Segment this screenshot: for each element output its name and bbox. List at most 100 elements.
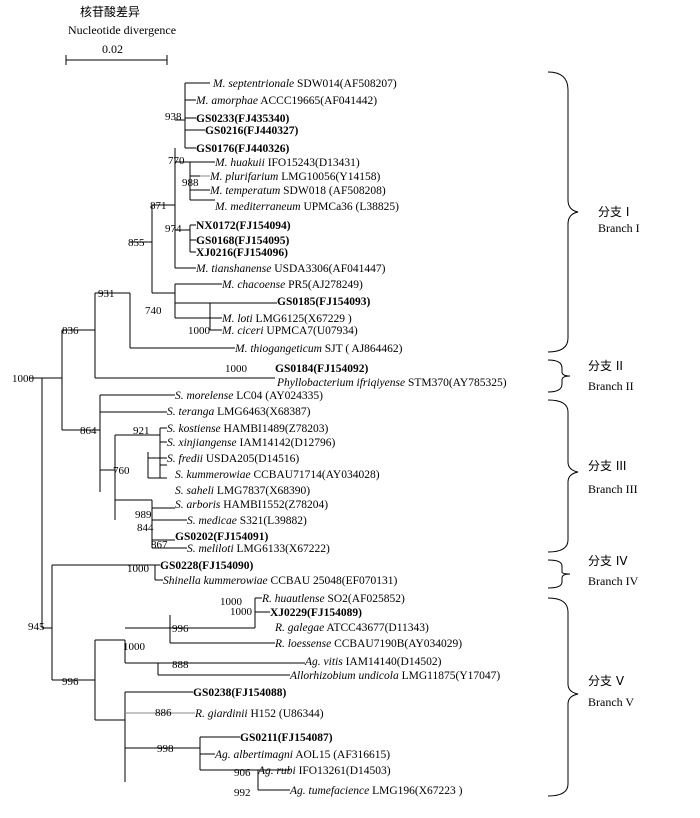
bootstrap-value: 945 [28,621,45,633]
scale-title-zh: 核苷酸差异 [80,4,140,19]
taxon-strain: GS0168(FJ154095) [196,235,289,247]
taxon-genus: M. temperatum [209,185,280,197]
taxon-label: R. loessense CCBAU7190B(AY034029) [274,638,462,650]
bootstrap-value: 988 [182,177,199,189]
taxon-label: S. fredii USDA205(D14516) [167,453,299,465]
branch-label-en: Branch V [588,695,634,709]
taxon-strain: SO2(AF025852) [325,593,405,605]
taxon-labels: M. septentrionale SDW014(AF508207) M. amo… [160,78,507,797]
taxon-genus: M. mediterraneum [214,201,301,213]
branch-label-en: Branch I [598,221,640,235]
taxon-label: GS0228(FJ154090) [160,560,253,572]
taxon-strain: HAMBI1489(Z78203) [221,423,329,435]
branch-label-en: Branch III [588,482,638,496]
taxon-strain: LMG196(X67223 ) [369,785,462,797]
taxon-strain: SJT ( AJ864462) [322,343,403,355]
taxon-label: R. giardinii H152 (U86344) [194,708,324,720]
taxon-strain: UPMCA7(U07934) [264,325,358,337]
taxon-strain: PR5(AJ278249) [285,279,363,291]
taxon-genus: M. thiogangeticum [234,343,322,355]
taxon-strain: GS0233(FJ435340) [196,113,289,125]
taxon-label: M. plurifarium LMG10056(Y14158) [209,171,380,183]
taxon-label: M. amorphae ACCC19665(AF041442) [195,95,377,107]
taxon-strain: LMG6133(X67222) [234,543,330,555]
bootstrap-value: 938 [165,111,182,123]
branch-label-en: Branch IV [588,574,639,588]
taxon-label: Ag. vitis IAM14140(D14502) [304,656,442,668]
taxon-label: S. morelense LC04 (AY024335) [175,390,323,402]
taxon-genus: M. ciceri [221,325,264,337]
taxon-label: Allorhizobium undicola LMG11875(Y17047) [289,670,500,682]
taxon-label: GS0202(FJ154091) [175,531,268,543]
taxon-label: GS0184(FJ154092) [275,363,368,375]
taxon-label: M. ciceri UPMCA7(U07934) [221,325,358,337]
scale-bar: 核苷酸差异 Nucleotide divergence 0.02 [65,4,176,65]
taxon-genus: R. loessense [274,638,331,650]
taxon-label: M. loti LMG6125(X67229 ) [221,313,352,325]
taxon-label: GS0211(FJ154087) [240,732,333,744]
taxon-label: S. kummerowiae CCBAU71714(AY034028) [175,469,380,481]
bootstrap-value: 921 [133,425,150,437]
taxon-strain: ACCC19665(AF041442) [258,95,377,107]
bootstrap-value: 836 [62,325,79,337]
taxon-genus: S. kummerowiae [175,469,251,481]
taxon-genus: M. loti [221,313,253,325]
taxon-label: M. mediterraneum UPMCa36 (L38825) [214,201,399,213]
taxon-genus: M. plurifarium [209,171,278,183]
taxon-genus: M. septentrionale [212,78,294,90]
taxon-label: R. huautlense SO2(AF025852) [261,593,405,605]
taxon-genus: Phyllobacterium ifriqiyense [276,377,405,389]
bootstrap-value: 906 [234,767,251,779]
branch-label-zh: 分支 V [588,674,625,688]
bootstrap-value: 1000 [230,606,253,618]
taxon-label: S. arboris HAMBI1552(Z78204) [175,499,328,511]
taxon-label: M. chacoense PR5(AJ278249) [221,279,363,291]
taxon-genus: R. giardinii [194,708,248,720]
taxon-label: GS0238(FJ154088) [193,687,286,699]
bootstrap-value: 998 [157,743,174,755]
tree-edges [30,82,305,791]
taxon-label: Phyllobacterium ifriqiyense STM370(AY785… [276,377,507,389]
taxon-genus: R. huautlense [261,593,325,605]
taxon-genus: M. amorphae [195,95,258,107]
taxon-genus: M. chacoense [221,279,285,291]
taxon-strain: STM370(AY785325) [405,377,507,389]
taxon-strain: CCBAU7190B(AY034029) [331,638,462,650]
taxon-label: XJ0216(FJ154096) [196,247,288,259]
bootstrap-value: 996 [172,623,189,635]
taxon-label: XJ0229(FJ154089) [270,607,362,619]
taxon-strain: LMG7837(X68390) [214,485,310,497]
taxon-strain: HAMBI1552(Z78204) [220,499,328,511]
taxon-label: Ag. rubi IFO13261(D14503) [257,765,391,777]
taxon-strain: IFO15243(D13431) [265,157,360,169]
taxon-strain: LMG6125(X67229 ) [253,313,352,325]
clade-brackets [547,71,579,797]
taxon-genus: Ag. albertimagni [214,749,293,761]
taxon-genus: S. saheli [175,485,214,497]
taxon-label: M. temperatum SDW018 (AF508208) [209,185,386,197]
taxon-strain: SDW014(AF508207) [294,78,397,90]
taxon-strain: SDW018 (AF508208) [280,185,386,197]
taxon-strain: NX0172(FJ154094) [196,220,291,232]
bootstrap-value: 740 [145,305,162,317]
taxon-label: M. tianshanense USDA3306(AF041447) [195,263,386,275]
taxon-strain: IFO13261(D14503) [296,765,391,777]
bootstrap-value: 770 [168,155,185,167]
taxon-label: Ag. albertimagni AOL15 (AF316615) [214,749,390,761]
taxon-genus: R. galegae [274,622,324,634]
taxon-strain: UPMCa36 (L38825) [301,201,400,213]
taxon-strain: S321(L39882) [237,515,307,527]
taxon-strain: AOL15 (AF316615) [293,749,390,761]
bootstrap-value: 760 [113,465,130,477]
bootstrap-value: 844 [137,522,154,534]
bootstrap-value: 867 [151,539,168,551]
taxon-label: M. thiogangeticum SJT ( AJ864462) [234,343,403,355]
bootstrap-value: 1000 [225,363,248,375]
taxon-strain: CCBAU71714(AY034028) [251,469,380,481]
taxon-strain: GS0176(FJ440326) [196,143,289,155]
bootstrap-value: 1000 [12,373,35,385]
bootstrap-value: 931 [98,288,115,300]
bootstrap-value: 886 [155,707,172,719]
taxon-label: S. saheli LMG7837(X68390) [175,485,310,497]
branch-label-zh: 分支 I [598,205,629,219]
